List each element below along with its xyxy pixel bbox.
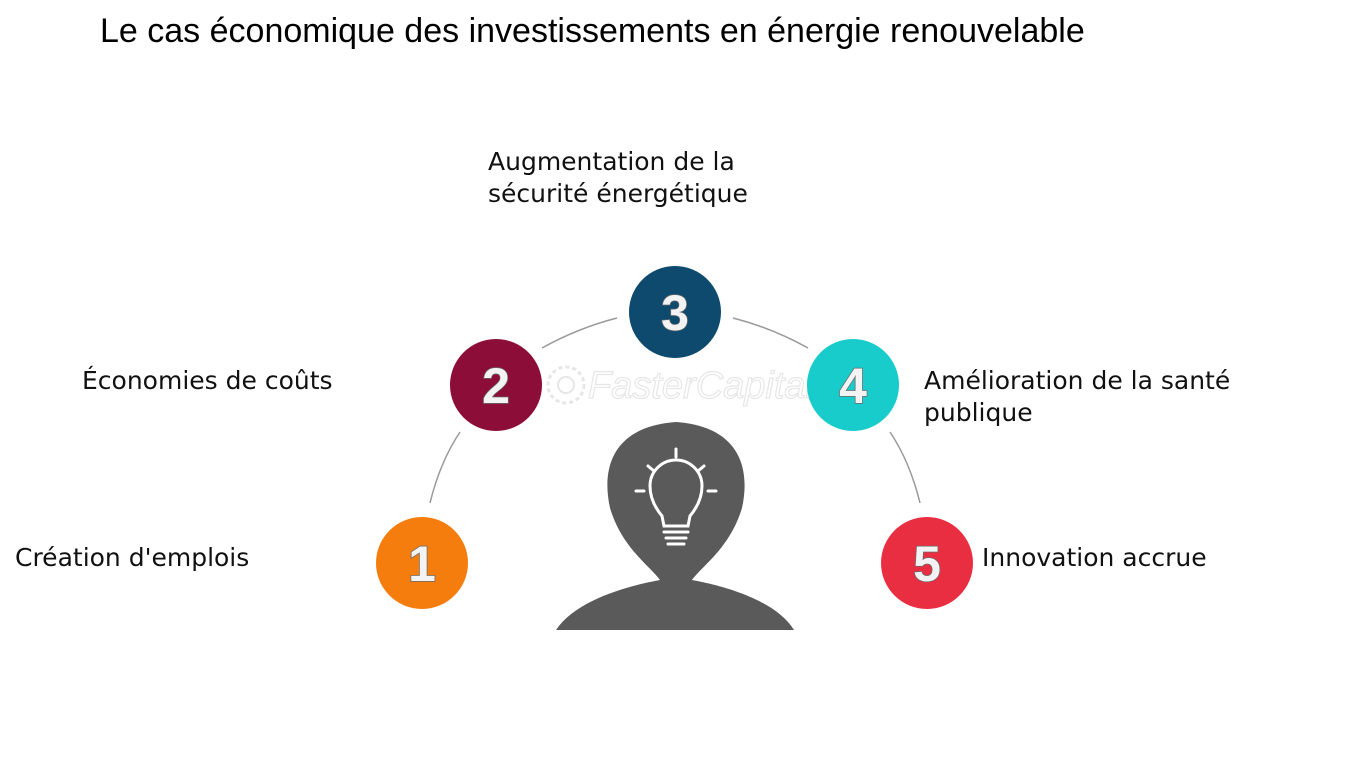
step-badge-5: 5 bbox=[881, 517, 973, 609]
step-badge-2: 2 bbox=[450, 339, 542, 431]
step-label-3-line-2: sécurité énergétique bbox=[488, 179, 748, 208]
step-circle-3 bbox=[629, 266, 721, 358]
step-label-4-line-2: publique bbox=[924, 398, 1033, 427]
step-circle-2 bbox=[450, 339, 542, 431]
lightbulb-icon bbox=[634, 447, 718, 546]
step-label-1: Création d'emplois bbox=[15, 543, 250, 572]
step-circle-5 bbox=[881, 517, 973, 609]
step-number-5: 5 bbox=[913, 536, 941, 592]
head-with-lightbulb-icon bbox=[556, 422, 794, 630]
step-number-2: 2 bbox=[482, 358, 510, 414]
step-label-5: Innovation accrue bbox=[982, 543, 1207, 572]
step-label-2: Économies de coûts bbox=[82, 366, 333, 395]
step-circle-1 bbox=[376, 517, 468, 609]
step-label-4-line-1: Amélioration de la santé bbox=[924, 366, 1231, 395]
step-circle-4 bbox=[807, 339, 899, 431]
step-badge-1: 1 bbox=[376, 517, 468, 609]
step-label-4: Amélioration de la santé publique bbox=[924, 365, 1230, 429]
step-label-3-line-1: Augmentation de la bbox=[488, 147, 735, 176]
connector-arc bbox=[429, 317, 921, 504]
step-badge-4: 4 bbox=[807, 339, 899, 431]
step-badge-3: 3 bbox=[629, 266, 721, 358]
page-title: Le cas économique des investissements en… bbox=[100, 12, 1085, 50]
step-number-4: 4 bbox=[839, 358, 867, 414]
watermark-text: FasterCapital bbox=[588, 365, 816, 407]
step-number-1: 1 bbox=[408, 536, 436, 592]
watermark-logo: FasterCapital bbox=[546, 364, 816, 408]
step-label-3: Augmentation de la sécurité énergétique bbox=[488, 146, 748, 210]
step-number-3: 3 bbox=[661, 285, 689, 341]
